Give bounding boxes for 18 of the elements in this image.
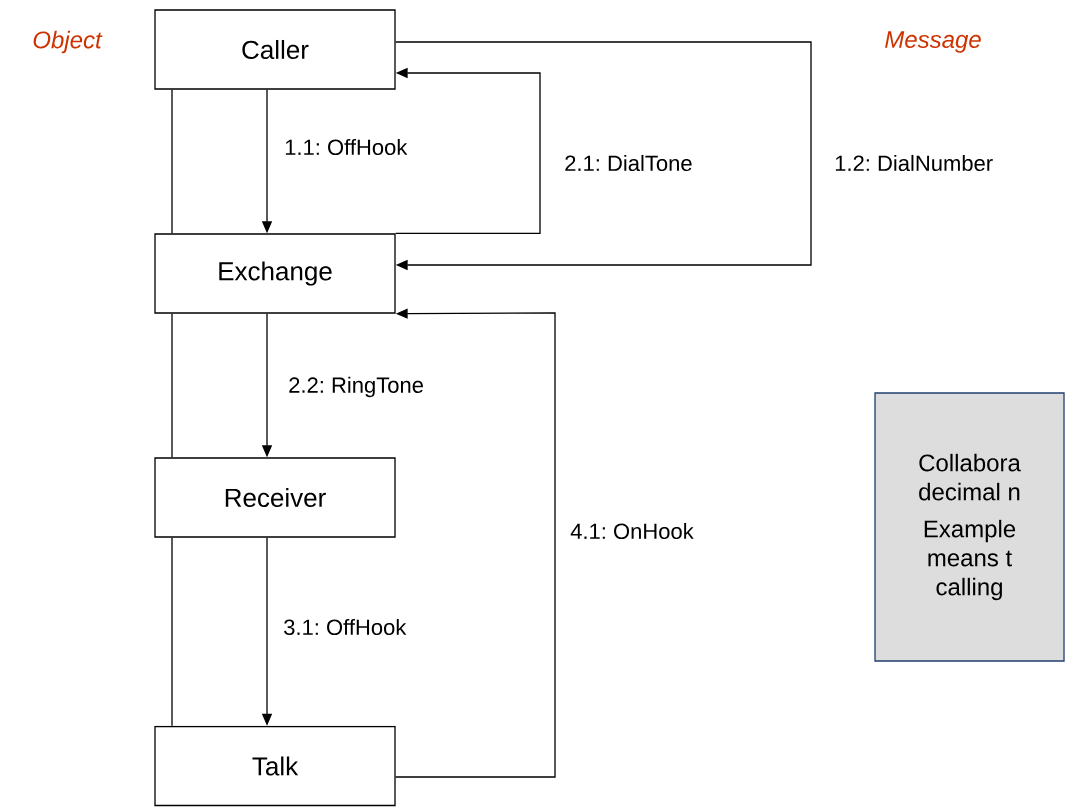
link-line	[171, 537, 173, 727]
object-box: Exchange	[154, 233, 396, 314]
edge-label: 3.1: OffHook	[282, 617, 408, 637]
message-arrow	[395, 41, 812, 271]
object-box: Caller	[154, 9, 396, 90]
edge-label: 1.2: DialNumber	[833, 153, 995, 173]
edge-label: 2.1: DialTone	[563, 153, 694, 173]
link-line	[171, 89, 173, 234]
note-box: Collabora decimal n Example means t calling	[874, 392, 1065, 662]
link-line	[171, 313, 173, 458]
object-box: Receiver	[154, 457, 396, 538]
edge-label: 2.2: RingTone	[287, 375, 425, 399]
message-arrow	[395, 308, 556, 778]
edge-label: 4.1: OnHook	[569, 521, 695, 541]
annotation-label: Message	[885, 31, 981, 53]
edge-label: 1.1: OffHook	[283, 137, 409, 157]
annotation-label: Object	[33, 30, 103, 54]
object-box: Talk	[154, 725, 396, 807]
